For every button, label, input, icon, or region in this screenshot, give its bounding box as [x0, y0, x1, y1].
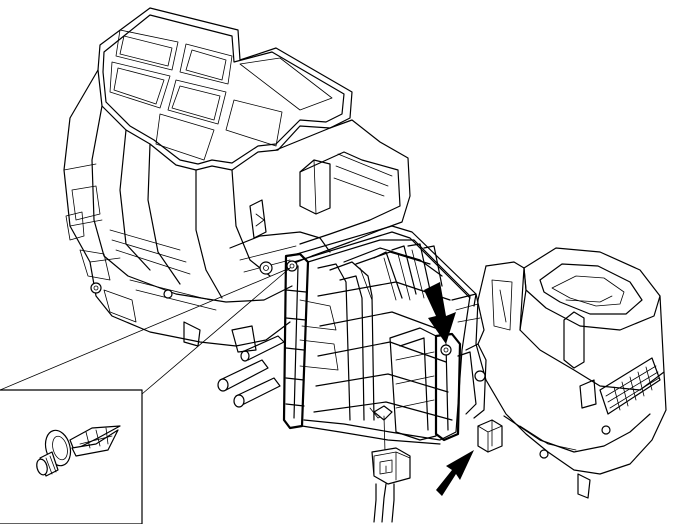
callout-box: [0, 389, 143, 524]
heater-unit-housing: [63, 7, 411, 408]
removal-arrows: [424, 282, 474, 496]
clip-detail-callout: [0, 267, 291, 524]
evaporator-case: [282, 225, 485, 445]
arrow-down-icon: [424, 282, 456, 344]
push-clip: [36, 425, 121, 477]
arrow-up-icon: [436, 450, 474, 496]
electrical-connector: [371, 415, 411, 523]
callout-leader-line: [0, 267, 291, 391]
blower-unit: [457, 247, 667, 499]
